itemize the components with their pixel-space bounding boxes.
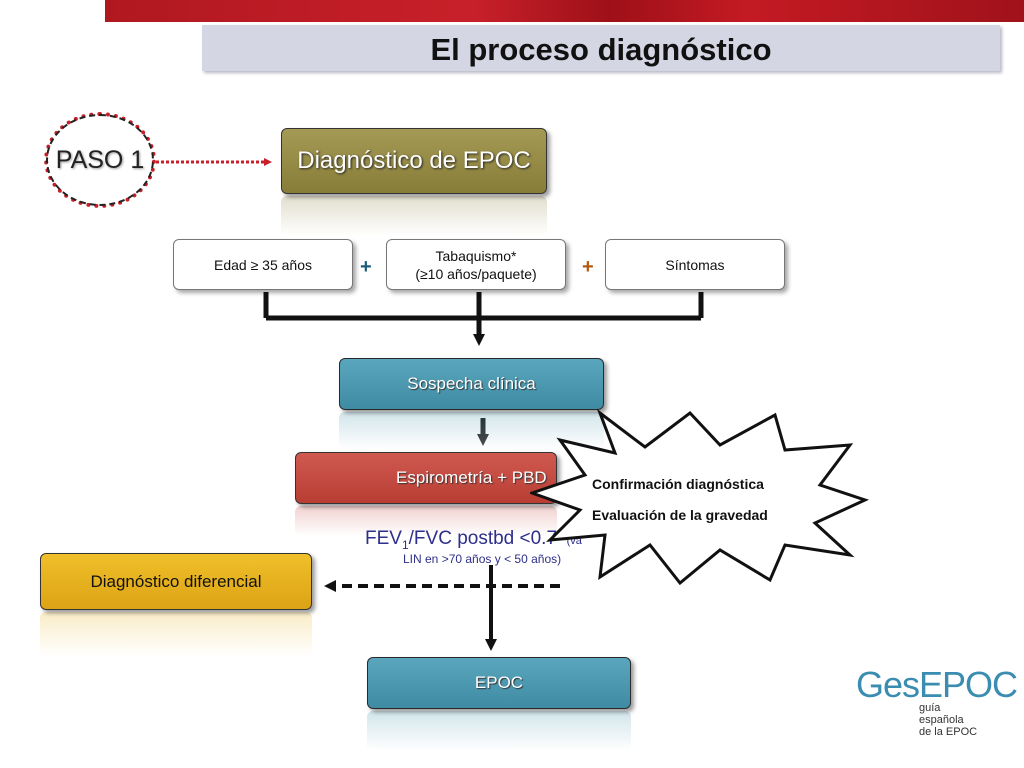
result-box: EPOC: [367, 657, 631, 709]
result-reflection: [367, 711, 631, 751]
spirometry-reflection: [295, 506, 557, 536]
top-banner: [105, 0, 1024, 22]
criteria-age: Edad ≥ 35 años: [173, 239, 353, 290]
ratio-suffix: /FVC postbd <0.7: [408, 528, 558, 549]
lin-note: LIN en >70 años y < 50 años): [403, 552, 562, 566]
differential-reflection: [40, 612, 312, 657]
criteria-symptoms: Síntomas: [605, 239, 785, 290]
diagnosis-reflection: [281, 196, 547, 236]
spirometry-box: Espirometría + PBD: [295, 452, 557, 504]
logo-wordmark: GesEPOC: [856, 664, 1018, 705]
suspicion-box: Sospecha clínica: [339, 358, 604, 410]
burst-line-2: Evaluación de la gravedad: [592, 507, 768, 523]
suspicion-reflection: [339, 412, 604, 450]
step-badge: PASO 1: [44, 112, 156, 208]
confirmation-burst: [530, 408, 870, 585]
diagnosis-box: Diagnóstico de EPOC: [281, 128, 547, 194]
logo-subtitle: guía española de la EPOC: [919, 702, 978, 738]
plus-sign: +: [582, 256, 594, 278]
burst-line-1: Confirmación diagnóstica: [592, 476, 764, 492]
ratio-subscript: 1: [401, 537, 409, 552]
ratio-criterion: FEV1/FVC postbd <0.7 *(va: [365, 528, 625, 552]
plus-sign: +: [360, 256, 372, 278]
ratio-prefix: FEV: [365, 528, 402, 549]
page-title: El proceso diagnóstico: [430, 32, 772, 67]
gesepoc-logo: GesEPOC guía española de la EPOC: [856, 664, 1018, 764]
title-bar: [202, 25, 1000, 71]
criteria-smoking: Tabaquismo* (≥10 años/paquete): [386, 239, 566, 290]
differential-box: Diagnóstico diferencial: [40, 553, 312, 610]
